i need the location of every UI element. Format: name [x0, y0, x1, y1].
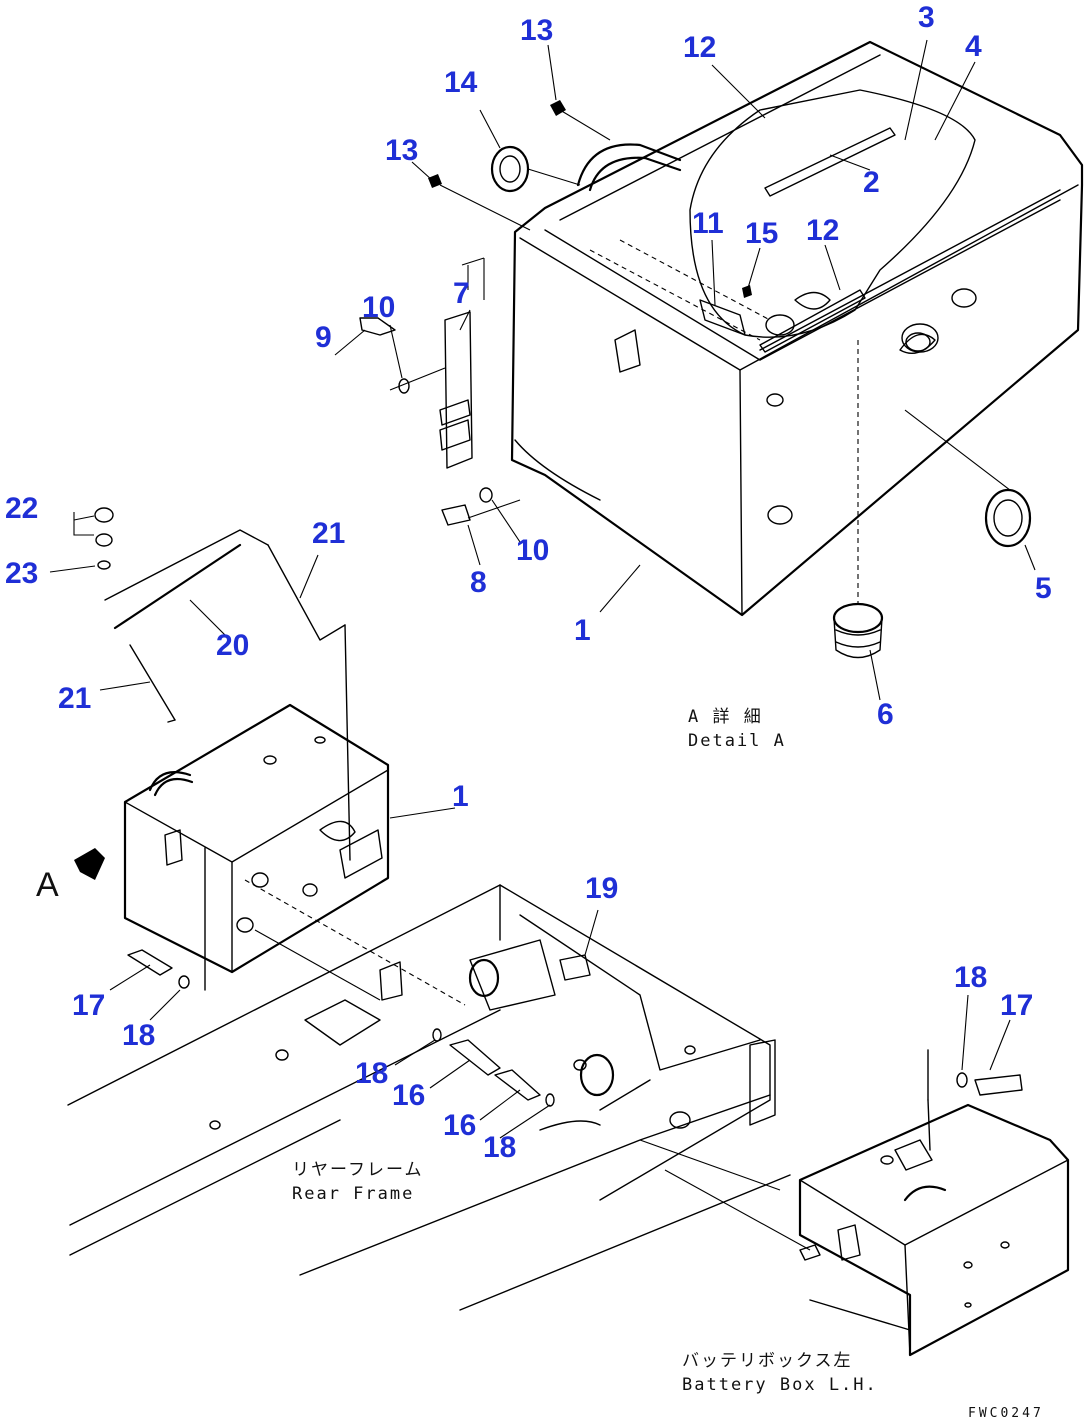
callout-20: 20: [216, 629, 249, 662]
callout-9: 9: [315, 321, 332, 354]
callout-2: 2: [863, 166, 880, 199]
latch-assembly: [359, 257, 521, 526]
frame-caption-en: Rear Frame: [292, 1184, 414, 1204]
callout-8: 8: [470, 566, 487, 599]
callout-23: 23: [5, 557, 38, 590]
callout-18-right: 18: [954, 961, 987, 994]
battery-caption-en: Battery Box L.H.: [682, 1375, 878, 1395]
callout-leaders: [49, 39, 1036, 1139]
view-marker: A: [36, 866, 59, 904]
battery-caption-jp: バッテリボックス左: [682, 1351, 853, 1371]
callout-4: 4: [965, 30, 982, 63]
detail-a-battery-box: [510, 40, 1084, 617]
callout-7: 7: [453, 277, 470, 310]
battery-box-left-view: [73, 507, 390, 991]
callout-21-left: 21: [58, 682, 91, 715]
callout-10-lower: 10: [516, 534, 549, 567]
callout-13-upper: 13: [520, 14, 553, 47]
callout-1-detail: 1: [574, 614, 591, 647]
frame-caption-jp: リヤーフレーム: [292, 1160, 423, 1180]
callout-12-lower: 12: [806, 214, 839, 247]
callout-18-frame: 18: [355, 1057, 388, 1090]
callout-19: 19: [585, 872, 618, 905]
detail-caption-jp: A 詳 細: [688, 707, 763, 727]
callout-12-upper: 12: [683, 31, 716, 64]
callout-17-right: 17: [1000, 989, 1033, 1022]
callout-labels: 1 2 3 4 5 6 7 8 9 10 10 11 12 12 13 13 1…: [5, 1, 1052, 1164]
callout-15: 15: [745, 217, 778, 250]
callout-5: 5: [1035, 572, 1052, 605]
callout-13-lower: 13: [385, 134, 418, 167]
callout-16-upper: 16: [392, 1079, 425, 1112]
callout-14: 14: [444, 66, 478, 99]
callout-18-bottom: 18: [483, 1131, 516, 1164]
callout-11: 11: [692, 207, 724, 240]
callout-16-lower: 16: [443, 1109, 476, 1142]
captions: A 詳 細 Detail A リヤーフレーム Rear Frame バッテリボッ…: [36, 707, 1044, 1421]
callout-18-left: 18: [122, 1019, 155, 1052]
drawing-code: FWC0247: [968, 1406, 1044, 1421]
callout-1-box: 1: [452, 780, 469, 813]
callout-22: 22: [5, 492, 38, 525]
callout-3: 3: [918, 1, 935, 34]
battery-box-lh: [798, 1049, 1070, 1357]
callout-21-right: 21: [312, 517, 345, 550]
callout-6: 6: [877, 698, 894, 731]
callout-17-left: 17: [72, 989, 105, 1022]
callout-10-upper: 10: [362, 291, 395, 324]
cap-parts: [428, 100, 1032, 659]
rear-frame: [67, 879, 811, 1311]
detail-caption-en: Detail A: [688, 731, 786, 751]
